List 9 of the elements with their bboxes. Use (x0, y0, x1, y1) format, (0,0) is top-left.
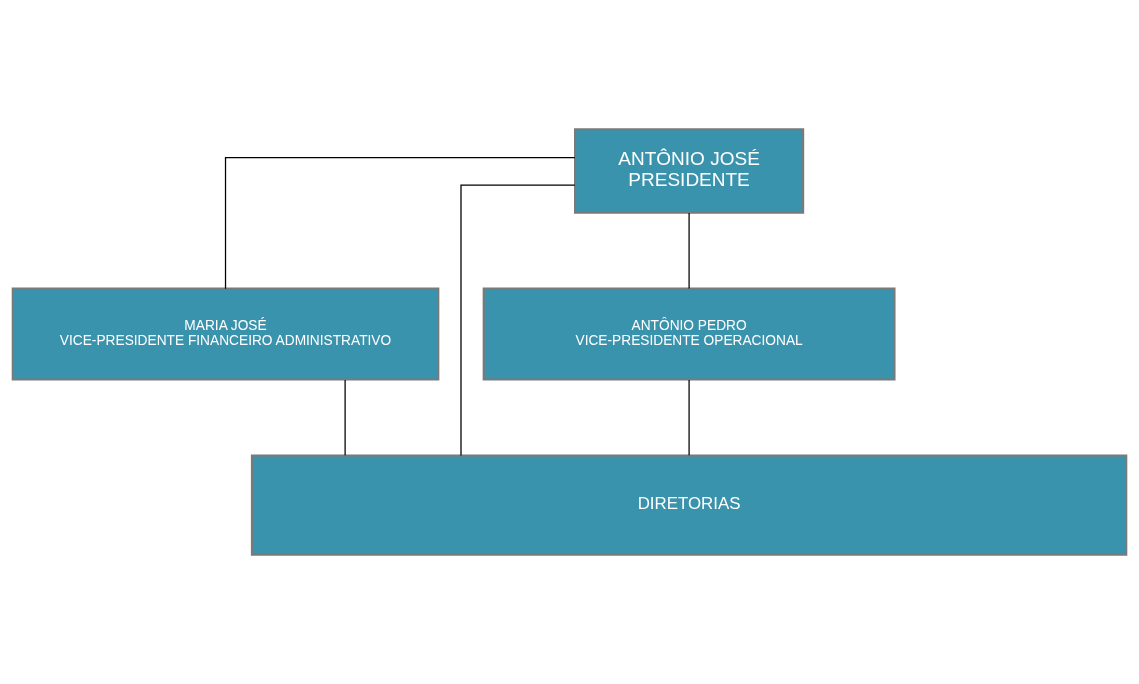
connector (688, 212, 690, 290)
connector (224, 157, 576, 290)
node-box: ANTÔNIO JOSÉ PRESIDENTE (574, 128, 805, 214)
connector (688, 379, 690, 456)
connector (460, 184, 576, 457)
node-box: ANTÔNIO PEDRO VICE-PRESIDENTE OPERACIONAL (482, 287, 896, 381)
node-box: DIRETORIAS (250, 454, 1128, 556)
connector (344, 379, 346, 456)
node-box: MARIA JOSÉ VICE-PRESIDENTE FINANCEIRO ADMINISTRATIVO (11, 287, 440, 381)
